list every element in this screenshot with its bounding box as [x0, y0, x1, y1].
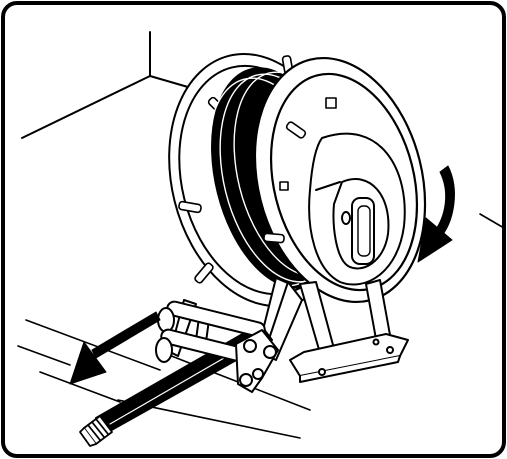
hose-nozzle — [79, 415, 113, 447]
arrow-left-down-icon — [69, 311, 161, 385]
hub-cover — [308, 132, 406, 286]
front-stand — [289, 279, 409, 383]
guide-rollers — [155, 300, 279, 393]
curved-arrow-clockwise-icon — [417, 165, 455, 263]
floor-lines — [17, 213, 505, 439]
front-flange-slots — [263, 97, 337, 244]
